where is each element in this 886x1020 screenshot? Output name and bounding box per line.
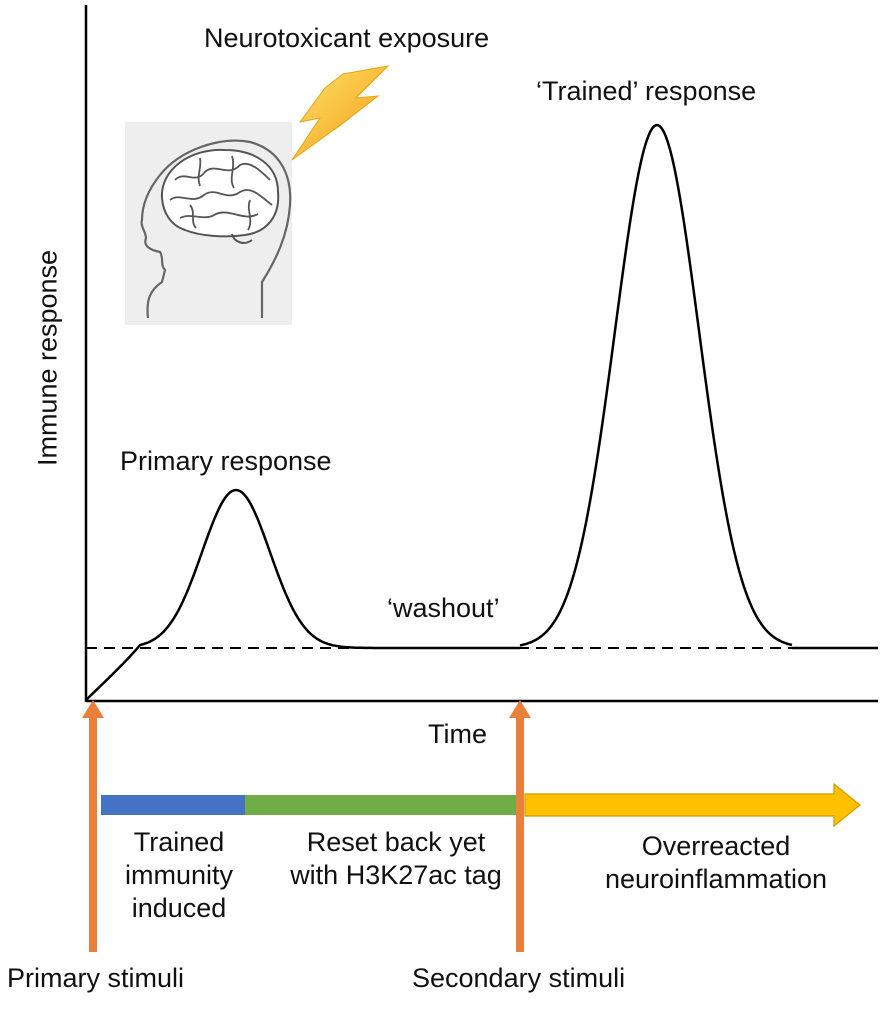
trained-response-label: ‘Trained’ response	[536, 76, 757, 106]
exposure-label: Neurotoxicant exposure	[204, 23, 490, 53]
primary-response-label: Primary response	[120, 446, 332, 476]
phase-label-overreacted: Overreacted neuroinflammation	[604, 831, 828, 894]
brain-folds	[169, 155, 273, 231]
head-with-brain-icon	[125, 122, 292, 325]
primary-stimuli-label: Primary stimuli	[7, 963, 185, 993]
phase-label-trained: Trained immunity induced	[124, 827, 233, 923]
phase-bar-trained	[101, 795, 245, 815]
washout-label: ‘washout’	[387, 593, 500, 623]
secondary-stimuli-label: Secondary stimuli	[412, 963, 626, 993]
phase-bar-reset	[245, 795, 516, 815]
primary-stimuli-arrow	[82, 700, 104, 952]
x-axis-label: Time	[428, 719, 487, 749]
phase-arrow-overreacted	[524, 782, 861, 828]
phase-label-reset: Reset back yet with H3K27ac tag	[290, 827, 502, 890]
y-axis-label: Immune response	[32, 249, 63, 467]
primary-response-curve	[85, 488, 520, 701]
brain-stem	[231, 233, 253, 244]
trained-response-curve	[519, 123, 793, 647]
lightning-bolt-icon	[291, 65, 390, 161]
head-silhouette	[140, 139, 292, 319]
secondary-stimuli-arrow	[509, 700, 531, 952]
